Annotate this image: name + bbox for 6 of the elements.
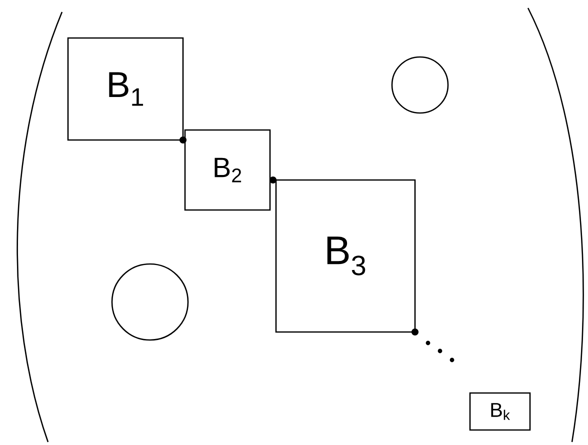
matrix-block: B$_{2}$: [184, 129, 271, 211]
zero-circle: [111, 263, 189, 341]
matrix-block: B$_{3}$: [275, 179, 416, 333]
matrix-block: B$_{1}$: [67, 37, 184, 141]
matrix-block: B$_{k}$: [469, 392, 531, 431]
zero-circle: [391, 56, 449, 114]
